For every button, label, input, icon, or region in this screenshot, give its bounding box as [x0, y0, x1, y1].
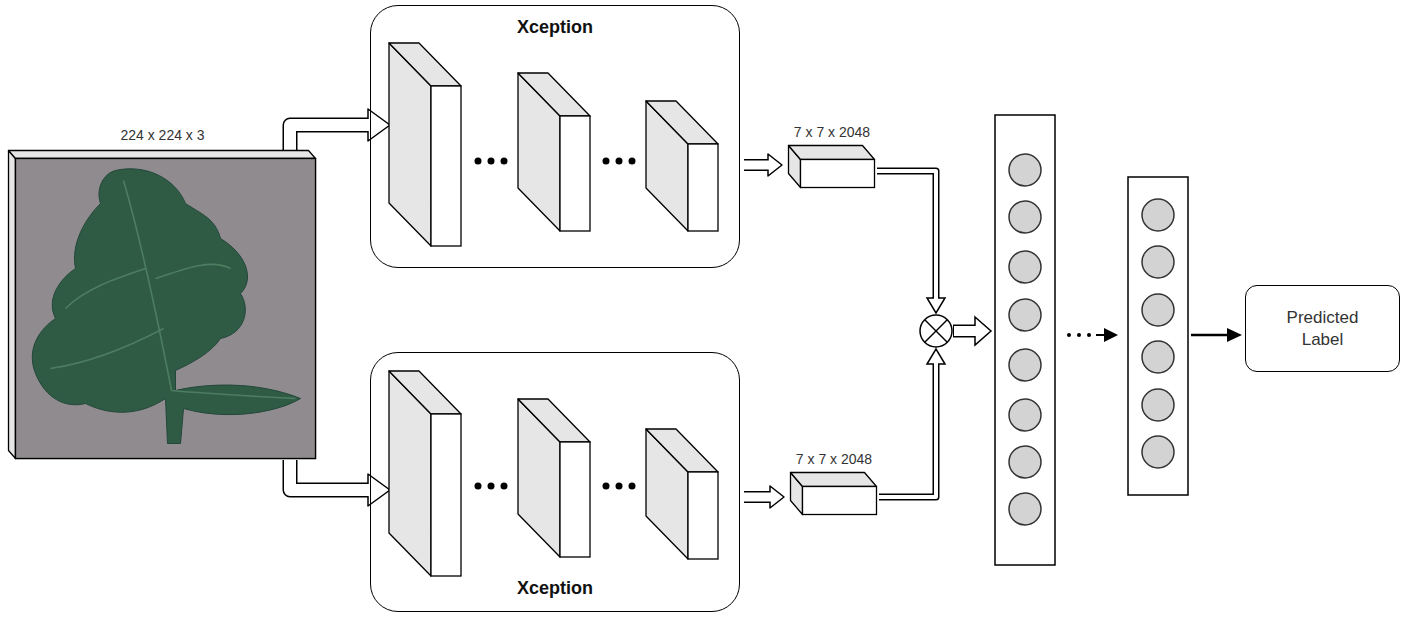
hollow-arrowhead — [927, 349, 945, 364]
neuron — [1142, 341, 1174, 373]
concat-cross — [925, 320, 947, 342]
neuron — [1142, 199, 1174, 231]
ellipsis-dot — [488, 158, 495, 165]
dimension-label: 224 x 224 x 3 — [8, 126, 317, 144]
neuron — [1142, 389, 1174, 421]
node-outline — [371, 6, 741, 269]
feature-map: 7 x 7 x 2048 — [790, 472, 878, 516]
neuron — [1142, 436, 1174, 468]
module-title: Xception — [371, 577, 739, 599]
neuron — [1009, 201, 1041, 233]
layer-slab-side — [9, 151, 16, 459]
layer-slab-top — [789, 146, 875, 160]
layer-slab-front — [801, 160, 875, 188]
ellipsis-dot — [1087, 333, 1091, 337]
double-line — [879, 364, 936, 497]
layer-slab-top — [389, 43, 461, 86]
hollow-arrow-inner — [954, 326, 978, 336]
ellipsis-dot — [501, 158, 508, 165]
neuron — [1009, 493, 1041, 525]
input-image: 224 x 224 x 3 — [8, 150, 317, 460]
layer-slab-top — [646, 101, 718, 144]
double-line-inner — [879, 362, 936, 497]
hollow-arrow-inner — [744, 493, 773, 502]
module-title: Xception — [371, 16, 739, 38]
neuron — [1009, 154, 1041, 186]
layer-slab-top — [9, 151, 316, 159]
backbone-module: Xception — [370, 352, 740, 612]
hollow-arrowhead — [368, 109, 390, 141]
output-box: Predicted Label — [1245, 285, 1400, 372]
hollow-arrow-inner — [290, 460, 371, 490]
ellipsis-dot — [475, 483, 482, 490]
layer-slab-front — [431, 414, 461, 576]
node-outline — [788, 145, 876, 189]
flow-arrow — [744, 486, 784, 508]
arrow-line — [1191, 334, 1230, 337]
layer-slab-top — [389, 371, 461, 414]
flow-arrow — [290, 109, 390, 150]
neuron — [1009, 399, 1041, 431]
layer-slab-front — [688, 472, 718, 559]
concat-cross — [925, 320, 947, 342]
hollow-arrow-inner — [290, 125, 371, 150]
double-line-inner — [877, 171, 936, 301]
ellipsis-dot — [616, 158, 623, 165]
leaf — [32, 169, 300, 444]
backbone-module: Xception — [370, 5, 740, 268]
ellipsis-dot — [1077, 333, 1081, 337]
dimension-label: 7 x 7 x 2048 — [790, 450, 878, 468]
layer-slab-front — [560, 442, 590, 557]
ellipsis-dot — [629, 158, 636, 165]
layer-slab-front — [431, 86, 461, 246]
layer-slab-top — [518, 399, 590, 442]
dimension-label: 7 x 7 x 2048 — [788, 123, 876, 141]
ellipsis-dot — [629, 483, 636, 490]
ellipsis-dot — [603, 158, 610, 165]
neuron — [1009, 299, 1041, 331]
layer-slab-top — [791, 473, 877, 487]
concat-symbol — [920, 315, 952, 347]
double-line — [877, 171, 936, 299]
feature-map: 7 x 7 x 2048 — [788, 145, 876, 189]
dense-layer — [1128, 177, 1188, 495]
neuron — [1009, 446, 1041, 478]
ellipsis-dot — [1067, 333, 1071, 337]
layer-slab-top — [518, 73, 590, 116]
flow-arrow — [290, 460, 390, 506]
flow-arrow — [744, 154, 782, 176]
leaf-illustration — [32, 169, 300, 444]
arrowhead — [1104, 328, 1118, 342]
dense-layer — [995, 115, 1055, 565]
output-label: Predicted Label — [1275, 307, 1371, 351]
ellipsis-dot — [501, 483, 508, 490]
hollow-arrow-inner — [744, 161, 771, 170]
node-outline — [790, 472, 878, 516]
ellipsis-dot — [616, 483, 623, 490]
layer-slab-front — [16, 159, 316, 459]
ellipsis-dot — [475, 158, 482, 165]
layer-slab-top — [646, 429, 718, 472]
leaf-vein — [51, 181, 296, 399]
neuron — [1142, 246, 1174, 278]
layer-slab-front — [803, 487, 877, 515]
ellipsis-dot — [488, 483, 495, 490]
layer-slab-front — [560, 116, 590, 231]
node-outline — [8, 150, 317, 460]
hollow-arrowhead — [368, 474, 390, 506]
layer-slab-front — [688, 144, 718, 231]
photo-background — [16, 159, 316, 459]
neuron — [1009, 349, 1041, 381]
neuron — [1009, 251, 1041, 283]
ellipsis-dot — [603, 483, 610, 490]
arrowhead — [1227, 328, 1242, 342]
neuron — [1142, 294, 1174, 326]
node-outline — [371, 353, 741, 613]
